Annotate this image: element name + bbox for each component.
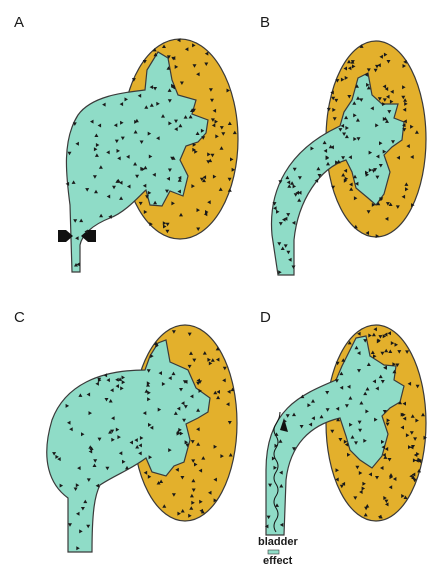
- bladder-effect-label-line2: effect: [263, 555, 293, 567]
- panel-label-c: C: [14, 309, 25, 326]
- panel-label-d: D: [260, 309, 271, 326]
- bladder-effect-swatch: [268, 550, 279, 554]
- bladder-effect-label-line1: bladder: [258, 536, 298, 548]
- panel-b: [272, 41, 426, 275]
- panel-d: bladder effect: [258, 325, 427, 567]
- panel-a: [58, 38, 238, 272]
- panel-label-a: A: [14, 14, 24, 31]
- panel-label-b: B: [260, 14, 270, 31]
- panel-c: [47, 325, 237, 552]
